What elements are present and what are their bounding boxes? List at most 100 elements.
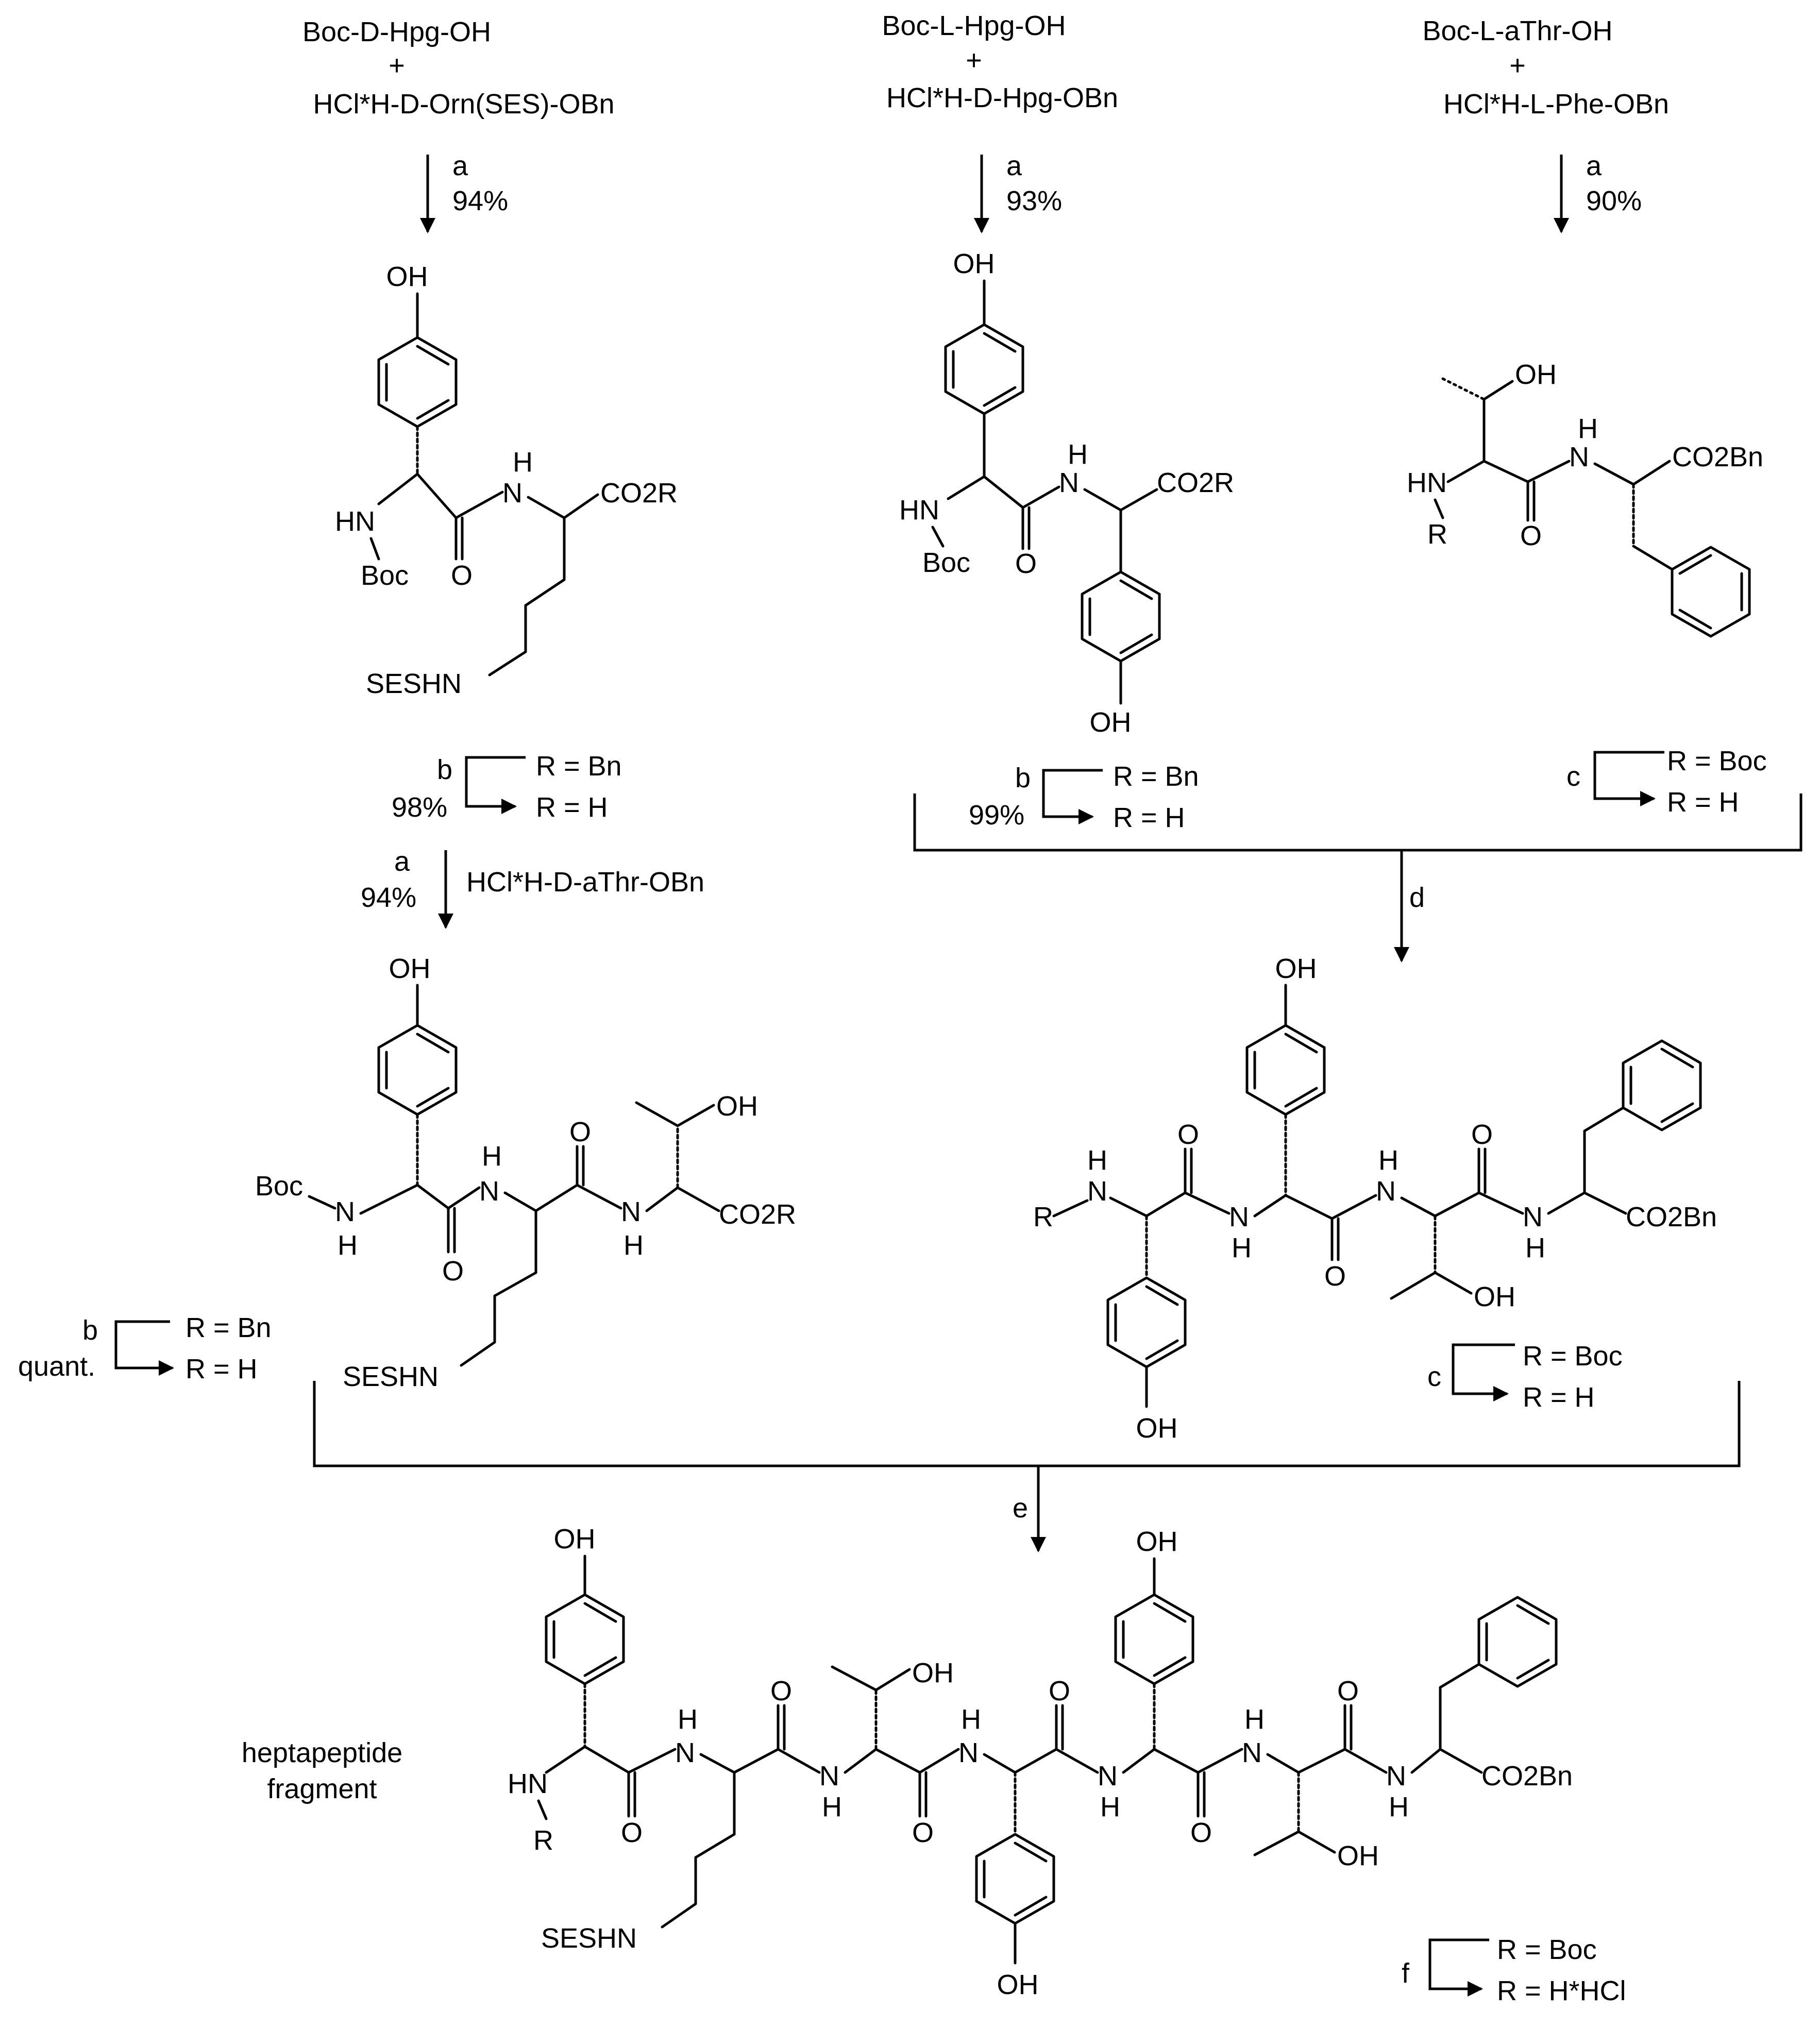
carbonyl-oxygen-5: O (1190, 1817, 1212, 1848)
r-group-to: R = H (1523, 1382, 1595, 1413)
amide-n-6: N (1386, 1761, 1406, 1792)
coupling-partner-label: HCl*H-D-aThr-OBn (466, 867, 704, 898)
reactant-h-d-orn: HCl*H-D-Orn(SES)-OBn (313, 89, 614, 120)
hydroxyl-top-label: OH (953, 248, 995, 279)
yield-label: 99% (969, 800, 1024, 831)
deprotection-b-middle: b 99% R = Bn R = H (969, 761, 1199, 833)
amide-h-label-4: H (1525, 1232, 1545, 1263)
carbonyl-oxygen-3: O (912, 1817, 934, 1848)
carbonyl-oxygen-2: O (770, 1676, 792, 1706)
carbonyl-oxygen-4: O (1049, 1676, 1070, 1706)
yield-label: 90% (1586, 185, 1642, 216)
amine-label: HN (899, 495, 939, 526)
amide-h-2: H (822, 1792, 842, 1822)
ses-amine-label: SESHN (541, 1923, 637, 1954)
merge-bracket-d: d (913, 793, 1802, 962)
deprotection-b-tripeptide: b quant. R = Bn R = H (18, 1312, 272, 1384)
hydroxyl-label-top: OH (1275, 953, 1317, 984)
amide-n-label-3: N (1376, 1176, 1396, 1207)
ses-amine-label: SESHN (366, 668, 462, 699)
ester-label: CO2R (1157, 467, 1234, 498)
r-group-from: R = Boc (1667, 746, 1767, 776)
yield-label: 98% (392, 792, 447, 823)
carbonyl-oxygen-6: O (1337, 1676, 1359, 1706)
reagent-label: a (1006, 150, 1022, 181)
amide-n-3: N (958, 1737, 979, 1768)
dipeptide-middle-structure: OH HN Boc O H N CO2R OH (899, 248, 1234, 738)
boc-label: Boc (255, 1171, 303, 1202)
yield-label: 94% (452, 185, 508, 216)
reagent-label: a (1586, 150, 1602, 181)
plus-sign: + (966, 45, 982, 76)
reactant-h-l-phe: HCl*H-L-Phe-OBn (1443, 89, 1669, 120)
amide-n-label: N (335, 1196, 355, 1227)
amide-n-label: N (502, 478, 523, 509)
amide-h-label: H (1068, 439, 1088, 470)
carbonyl-oxygen-label-2: O (569, 1117, 591, 1147)
tetrapeptide-structure: R R H N O N H OH OH O N H O (1033, 953, 1717, 1444)
carbonyl-oxygen-label-2: O (1324, 1261, 1346, 1292)
amide-n-label: N (1569, 442, 1589, 472)
hydroxyl-label-thr1: OH (912, 1658, 954, 1688)
r-group-to: R = H (536, 792, 608, 823)
amide-n-label: N (1059, 467, 1079, 498)
ester-label: CO2R (600, 478, 678, 509)
amide-h-label: H (338, 1230, 358, 1261)
amide-n-label-2: N (1229, 1202, 1249, 1232)
reagent-label: d (1409, 882, 1425, 913)
reagent-label: b (1015, 763, 1031, 793)
r-label-2: R (1033, 1202, 1053, 1232)
arrow-coupling-a-left: a 94% HCl*H-D-aThr-OBn (361, 846, 704, 929)
r-group-from: R = Bn (536, 751, 622, 782)
hydroxyl-label: OH (1515, 359, 1557, 390)
amide-n-label-3: N (621, 1196, 641, 1227)
boc-label: Boc (361, 560, 409, 591)
arrow-step-a-left: a 94% (420, 150, 508, 233)
amide-n-1: N (675, 1737, 695, 1768)
arrow-step-a-middle: a 93% (974, 150, 1062, 233)
hydroxyl-label-2: OH (716, 1091, 758, 1122)
deprotection-b-left: b 98% R = Bn R = H (392, 751, 622, 823)
reagent-label: c (1566, 761, 1580, 792)
amine-label: HN (1407, 467, 1447, 498)
hydroxyl-bottom-label: OH (1090, 707, 1132, 738)
heptapeptide-title-line2: fragment (267, 1773, 377, 1804)
r-group-from: R = Bn (186, 1312, 272, 1343)
hydroxyl-label: OH (389, 953, 431, 984)
hydroxyl-label-bottom: OH (1136, 1413, 1178, 1444)
r-group-from: R = Bn (1113, 761, 1199, 792)
deprotection-f: f R = Boc R = H*HCl (1402, 1934, 1626, 2006)
amine-label: HN (508, 1768, 548, 1799)
amide-n-label: N (1087, 1176, 1107, 1207)
reagent-label: c (1427, 1361, 1441, 1392)
reactant-boc-d-hpg: Boc-D-Hpg-OH (302, 16, 491, 47)
r-group-from: R = Boc (1497, 1934, 1597, 1965)
amide-h-4: H (1100, 1792, 1120, 1822)
reactant-h-d-hpg: HCl*H-D-Hpg-OBn (886, 82, 1118, 113)
amide-h-label-2: H (482, 1141, 502, 1172)
yield-label: quant. (18, 1351, 95, 1382)
amide-h-label-3: H (623, 1230, 644, 1261)
reactant-boc-l-athr: Boc-L-aThr-OH (1422, 15, 1612, 46)
reactants-left: Boc-D-Hpg-OH + HCl*H-D-Orn(SES)-OBn (302, 16, 615, 120)
plus-sign: + (389, 50, 405, 81)
ester-label: CO2Bn (1626, 1202, 1717, 1232)
carbonyl-oxygen-label: O (1015, 548, 1037, 579)
reagent-label: e (1013, 1493, 1028, 1524)
dipeptide-right-structure: OH HN R O H N CO2Bn (1407, 359, 1763, 638)
amide-h-label-3: H (1378, 1145, 1398, 1176)
amide-n-label-2: N (479, 1176, 499, 1207)
hydroxyl-label: OH (386, 261, 428, 292)
reagent-label: a (394, 846, 410, 877)
carbonyl-oxygen-label-3: O (1471, 1119, 1493, 1150)
r-label: R (533, 1825, 553, 1856)
amide-h-label: H (1087, 1145, 1107, 1176)
amide-h-6: H (1389, 1792, 1409, 1822)
ses-amine-label: SESHN (343, 1361, 439, 1392)
heptapeptide-title-line1: heptapeptide (242, 1737, 402, 1768)
amide-h-5: H (1244, 1704, 1265, 1735)
r-group-to: R = H (186, 1354, 258, 1384)
amide-n-2: N (819, 1761, 839, 1792)
amide-n-label-4: N (1523, 1202, 1543, 1232)
r-group-to: R = H (1667, 787, 1739, 818)
